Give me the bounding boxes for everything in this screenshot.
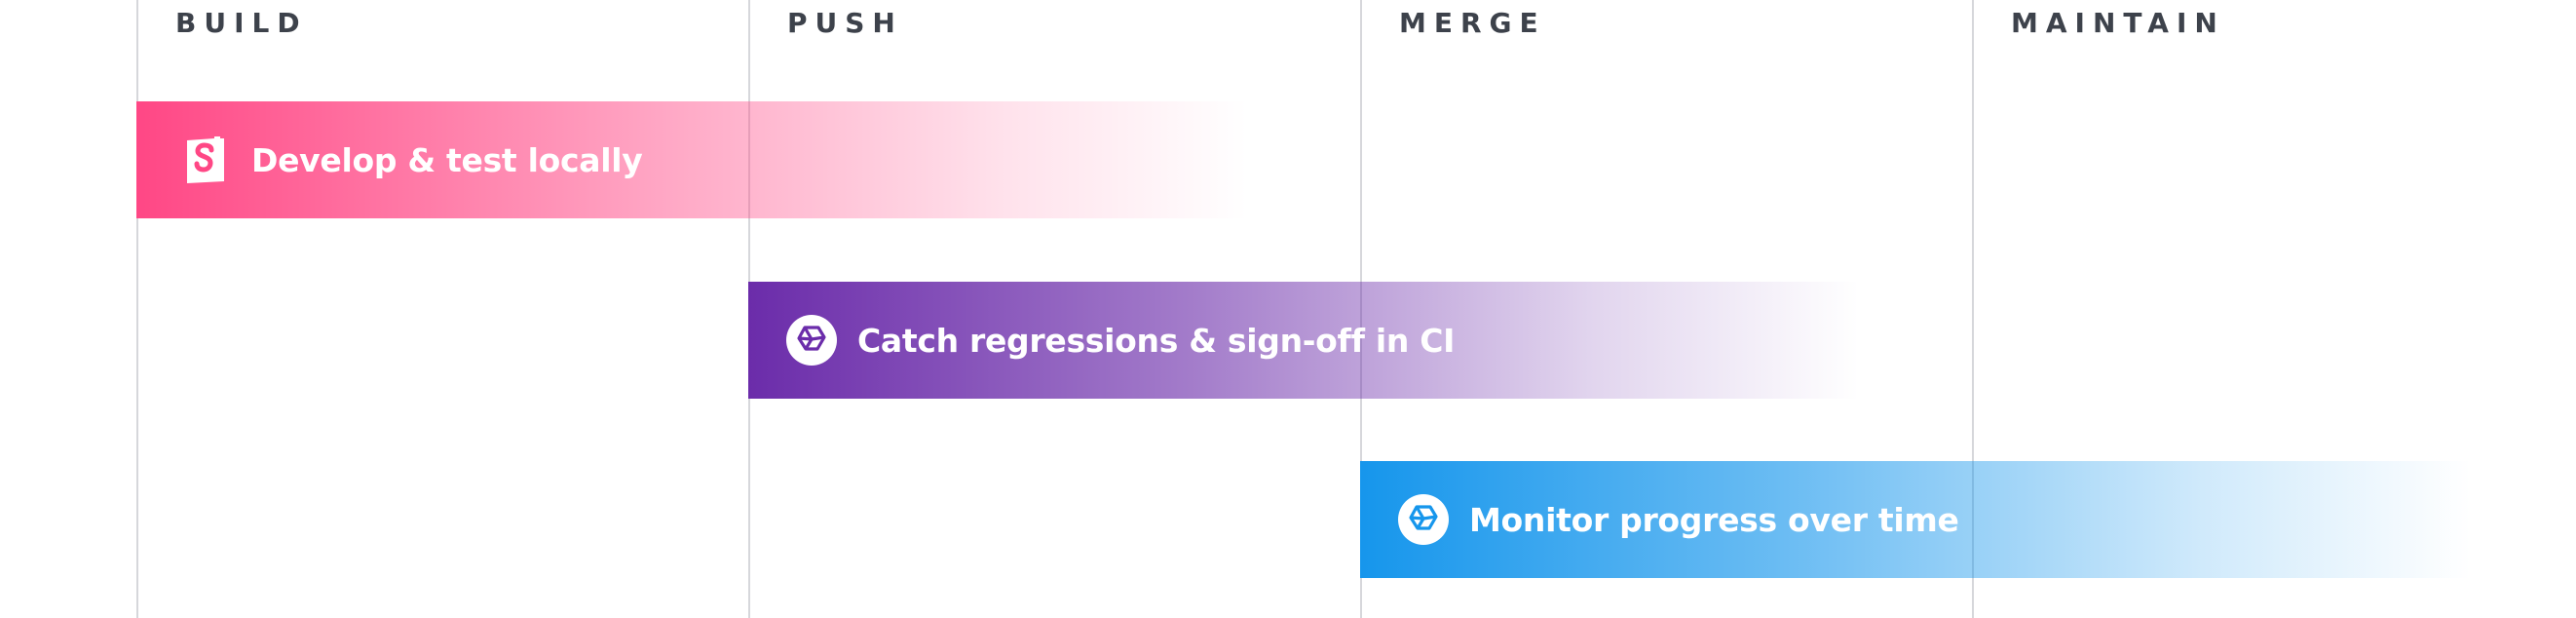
stage-label-maintain: MAINTAIN <box>2011 7 2225 39</box>
bar-label: Monitor progress over time <box>1469 500 1959 539</box>
column-divider-build <box>136 0 138 618</box>
bar-label: Catch regressions & sign-off in CI <box>857 321 1456 360</box>
chromatic-icon <box>785 314 838 367</box>
bar-develop-test-locally: Develop & test locally <box>136 101 1247 218</box>
stage-label-merge: MERGE <box>1399 7 1546 39</box>
bar-monitor-progress: Monitor progress over time <box>1360 461 2471 578</box>
stage-label-push: PUSH <box>787 7 903 39</box>
bar-catch-regressions: Catch regressions & sign-off in CI <box>748 282 1859 399</box>
stage-label-build: BUILD <box>175 7 308 39</box>
chromatic-icon <box>1397 493 1450 546</box>
storybook-icon <box>179 134 232 186</box>
bar-label: Develop & test locally <box>251 140 643 179</box>
column-divider-maintain <box>1972 0 1974 618</box>
